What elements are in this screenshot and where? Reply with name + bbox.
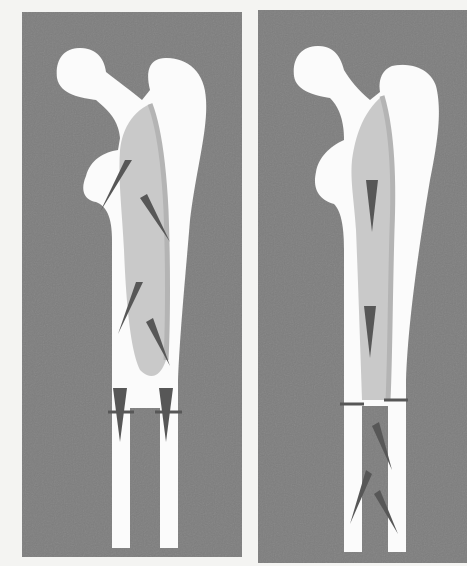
right-panel [258, 10, 467, 563]
left-panel [22, 12, 242, 557]
